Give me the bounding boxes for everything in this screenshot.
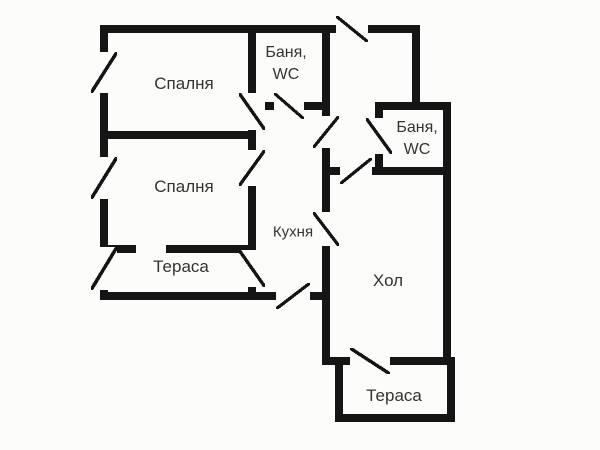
wall-segment bbox=[366, 25, 420, 33]
wall-segment bbox=[443, 102, 451, 357]
wall-segment bbox=[100, 245, 136, 253]
wall-segment bbox=[322, 25, 330, 102]
room-label-terrace-bottom: Тераса bbox=[366, 386, 422, 405]
wall-segment bbox=[322, 102, 330, 118]
door-marker-hall-kitchen-top bbox=[313, 116, 339, 148]
window-marker-terrace-left bbox=[91, 247, 117, 290]
wall-segment bbox=[322, 244, 330, 365]
wall-segment bbox=[100, 196, 108, 250]
wall-segment bbox=[248, 25, 256, 95]
door-marker-kitchen-living bbox=[313, 212, 339, 246]
window-marker-bedroom-top bbox=[91, 52, 117, 93]
room-label-kitchen: Кухня bbox=[272, 223, 314, 241]
bathroom-right-label-line2: WC bbox=[403, 141, 431, 158]
bathroom-top-label-line2: WC bbox=[272, 66, 300, 83]
door-marker-bathroom-top bbox=[274, 93, 304, 119]
room-label-living-room: Хол bbox=[372, 271, 404, 290]
wall-segment bbox=[248, 184, 256, 252]
wall-segment bbox=[100, 25, 108, 55]
door-marker-terrace-left bbox=[239, 250, 265, 287]
door-marker-bathroom-right bbox=[366, 118, 392, 154]
wall-segment bbox=[248, 128, 256, 152]
wall-segment bbox=[375, 102, 450, 110]
wall-segment bbox=[302, 102, 330, 110]
wall-segment bbox=[412, 25, 420, 102]
door-marker-bedroom-middle bbox=[239, 150, 265, 186]
wall-segment bbox=[375, 102, 383, 120]
room-label-terrace-left: Тераса bbox=[153, 257, 209, 276]
wall-segment bbox=[100, 25, 338, 33]
wall-segment bbox=[447, 357, 455, 422]
door-marker-bedroom-top bbox=[239, 93, 265, 130]
wall-segment bbox=[100, 90, 108, 160]
window-marker-kitchen-bottom bbox=[276, 283, 310, 309]
bathroom-top-label-line1: Баня, bbox=[265, 44, 307, 61]
wall-segment bbox=[308, 292, 330, 300]
wall-segment bbox=[100, 292, 278, 300]
entrance-door-marker bbox=[336, 16, 368, 42]
wall-segment bbox=[100, 287, 108, 300]
window-marker-bedroom-middle bbox=[91, 157, 117, 199]
room-label-bedroom-top: Спалня bbox=[154, 74, 214, 93]
wall-segment bbox=[248, 285, 256, 300]
door-marker-living-top bbox=[340, 158, 372, 184]
door-marker-terrace-bottom bbox=[350, 348, 390, 374]
wall-segment bbox=[166, 245, 256, 253]
room-label-bedroom-middle: Спалня bbox=[154, 177, 214, 196]
room-label-bathroom-right: Баня, WC bbox=[396, 117, 437, 161]
wall-segment bbox=[335, 414, 455, 422]
bathroom-right-label-line1: Баня, bbox=[396, 119, 438, 136]
wall-segment bbox=[370, 167, 450, 175]
room-label-bathroom-top: Баня, WC bbox=[265, 42, 306, 86]
wall-segment bbox=[330, 167, 342, 175]
wall-segment bbox=[375, 152, 383, 175]
wall-segment bbox=[322, 357, 352, 365]
wall-segment bbox=[100, 131, 256, 139]
wall-segment bbox=[388, 357, 455, 365]
wall-segment bbox=[335, 365, 343, 422]
wall-segment bbox=[322, 146, 330, 214]
